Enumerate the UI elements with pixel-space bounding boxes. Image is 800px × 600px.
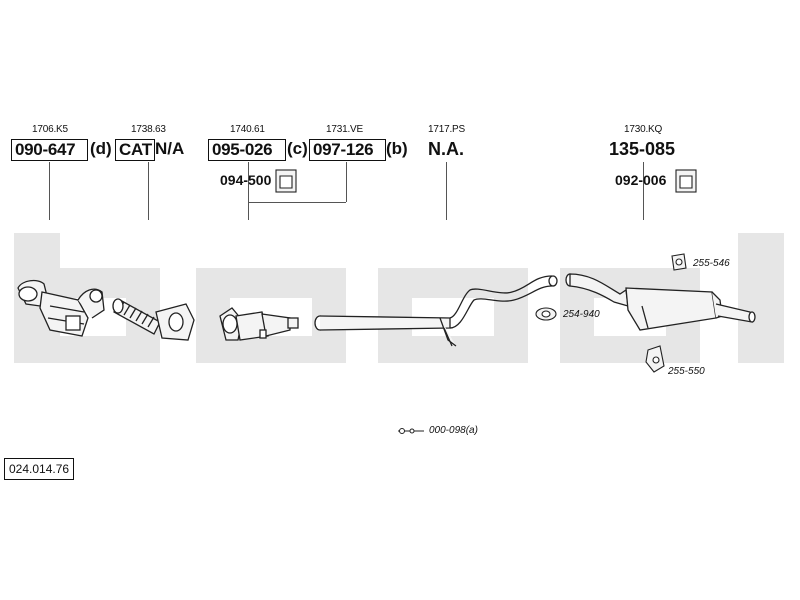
leader-line-2 xyxy=(148,162,149,220)
mount-092-006-icon[interactable] xyxy=(675,169,697,193)
flex-pipe-part[interactable] xyxy=(112,298,195,341)
callout-255-550[interactable]: 255-550 xyxy=(668,366,705,377)
hanger-255-550-icon[interactable] xyxy=(645,345,665,373)
part-ref-4: 1731.VE xyxy=(326,124,363,135)
part-code-2[interactable]: CAT xyxy=(115,139,155,161)
leader-line-join xyxy=(248,202,346,203)
leader-line-5 xyxy=(446,162,447,220)
leader-line-6 xyxy=(643,162,644,220)
leader-line-1 xyxy=(49,162,50,220)
part-suffix-1: (d) xyxy=(90,139,112,158)
part-suffix-3: (c) xyxy=(287,139,308,158)
front-converter-part[interactable] xyxy=(17,279,105,337)
part-suffix-4: (b) xyxy=(386,139,408,158)
clamp-000-098-icon[interactable] xyxy=(398,428,424,434)
leader-line-3 xyxy=(248,162,249,220)
part-code-6[interactable]: 135-085 xyxy=(609,139,676,159)
callout-000-098[interactable]: 000-098(a) xyxy=(429,425,478,436)
bracket-255-546-icon[interactable] xyxy=(671,253,687,271)
particulate-filter-part[interactable] xyxy=(219,307,299,341)
mount-code-2[interactable]: 092-006 xyxy=(615,172,667,188)
part-suffix-2: N/A xyxy=(155,139,185,158)
part-code-3[interactable]: 095-026 xyxy=(208,139,286,161)
part-ref-2: 1738.63 xyxy=(131,124,166,135)
intermediate-pipe-part[interactable] xyxy=(314,315,457,347)
part-ref-5: 1717.PS xyxy=(428,124,465,135)
mount-code-1[interactable]: 094-500 xyxy=(220,172,272,188)
part-code-1[interactable]: 090-647 xyxy=(11,139,88,161)
gasket-254-940-icon[interactable] xyxy=(535,307,557,321)
middle-pipe-part[interactable] xyxy=(449,275,558,329)
part-ref-3: 1740.61 xyxy=(230,124,265,135)
mount-094-500-icon[interactable] xyxy=(275,169,297,193)
part-code-5[interactable]: N.A. xyxy=(428,139,464,159)
diagram-code: 024.014.76 xyxy=(4,458,75,480)
part-ref-1: 1706.K5 xyxy=(32,124,68,135)
leader-line-4 xyxy=(346,162,347,202)
rear-silencer-part[interactable] xyxy=(565,273,756,331)
callout-255-546[interactable]: 255-546 xyxy=(693,258,730,269)
part-code-4[interactable]: 097-126 xyxy=(309,139,386,161)
part-ref-6: 1730.KQ xyxy=(624,124,663,135)
callout-254-940[interactable]: 254-940 xyxy=(563,309,600,320)
